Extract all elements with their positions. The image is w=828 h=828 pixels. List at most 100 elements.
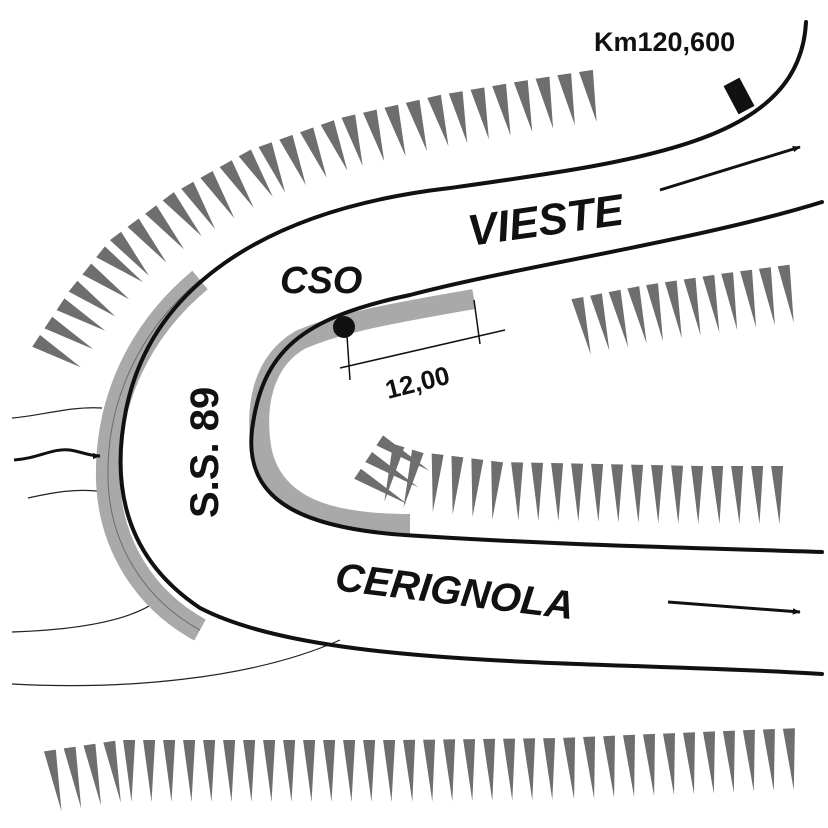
hatch-tooth [203,740,216,802]
hatch-tooth [63,746,82,809]
hatch-tooth [543,738,556,801]
contour-line [11,407,103,419]
hatch-tooth [777,264,794,323]
hatch-tooth [183,740,196,802]
hatch-tooth [503,738,516,801]
hatch-tooth [646,283,663,342]
hatch-tooth [279,134,306,186]
hatch-tooth [758,267,775,326]
hatch-tooth [557,73,575,126]
inflow-arrow [13,448,101,462]
contour-line [11,639,341,687]
hatch-tooth [303,740,316,802]
terrain-contours [11,407,341,687]
hatch-tooth [423,739,436,802]
embankment-hatch-bottom [44,728,795,812]
hatch-tooth [483,738,496,801]
hatch-tooth [471,458,484,517]
hatch-tooth [443,739,456,802]
hatch-tooth [551,463,564,522]
contour-line [27,489,105,499]
road-outer-edge [118,20,824,676]
hatch-tooth [354,468,408,504]
hatch-tooth [431,453,444,513]
embankment-hatch-top [32,69,597,368]
hatch-tooth [451,455,464,515]
direction-arrow-vieste [659,145,801,192]
hatch-tooth [627,286,647,344]
barrier-outer-edge [107,279,201,631]
hatch-tooth [563,737,576,800]
hatch-tooth [403,739,416,802]
hatch-tooth [583,736,596,799]
hatch-tooth [463,739,476,802]
hatch-tooth [470,87,489,140]
hatch-tooth [283,740,296,802]
hatch-tooth [611,464,624,523]
direction-arrow-cerignola [667,600,801,615]
hatch-tooth [32,335,81,368]
vieste-label: VIESTE [465,185,628,256]
hatch-tooth [643,733,655,796]
hatch-tooth [491,460,504,520]
ss89-label: S.S. 89 [183,387,227,518]
hatch-tooth [722,730,735,793]
hatch-tooth [200,171,235,219]
hatch-tooth [782,728,795,791]
hatch-tooth [721,272,738,331]
hatch-tooth [82,263,130,300]
hatch-tooth [181,181,216,230]
hatch-tooth [109,231,149,276]
hatch-tooth [683,277,701,336]
hatch-tooth [44,316,94,350]
hatch-tooth [341,114,363,167]
dimension-indicator [339,299,506,381]
embankment-hatch-middle [354,435,784,524]
hatch-tooth [631,464,644,523]
hatch-tooth [571,297,591,355]
hatch-tooth [531,462,544,521]
hatch-tooth [523,738,536,801]
hatch-tooth [44,749,62,812]
hatch-tooth [742,729,755,792]
contour-line [11,599,159,633]
hatch-tooth [162,192,202,237]
hatch-tooth [740,269,757,328]
hatch-tooth [127,218,167,263]
hatch-tooth [623,734,635,797]
hatch-tooth [243,740,256,802]
barrier-inner [249,289,476,534]
hatch-tooth [762,729,775,792]
hatch-tooth [703,731,715,794]
hatch-tooth [123,740,136,802]
hatch-tooth [300,127,327,178]
embankment-hatch-right-upper [571,264,794,355]
hatch-tooth [651,465,664,524]
hatch-tooth [579,69,597,122]
dimension-tick-right [473,299,481,345]
hatch-tooth [323,740,336,802]
hatch-tooth [513,80,533,133]
hatch-tooth [663,733,675,796]
hatch-tooth [702,274,720,333]
hatch-tooth [751,466,764,524]
hatch-tooth [263,740,276,802]
hatch-tooth [363,740,376,802]
hatch-tooth [603,735,615,798]
hatch-tooth [511,462,524,521]
hatch-tooth [68,280,116,317]
dimension-label: 12,00 [382,360,452,405]
hatch-tooth [691,465,704,524]
hatch-tooth [683,732,695,795]
cso-label: CSO [280,260,362,302]
hatch-tooth [571,463,584,522]
hatch-tooth [238,149,273,197]
cso-point [333,316,355,338]
hatch-tooth [223,740,236,802]
hatch-tooth [145,205,185,250]
road-median-edge [249,200,824,554]
hatch-tooth [731,466,744,524]
hatch-tooth [427,94,449,147]
